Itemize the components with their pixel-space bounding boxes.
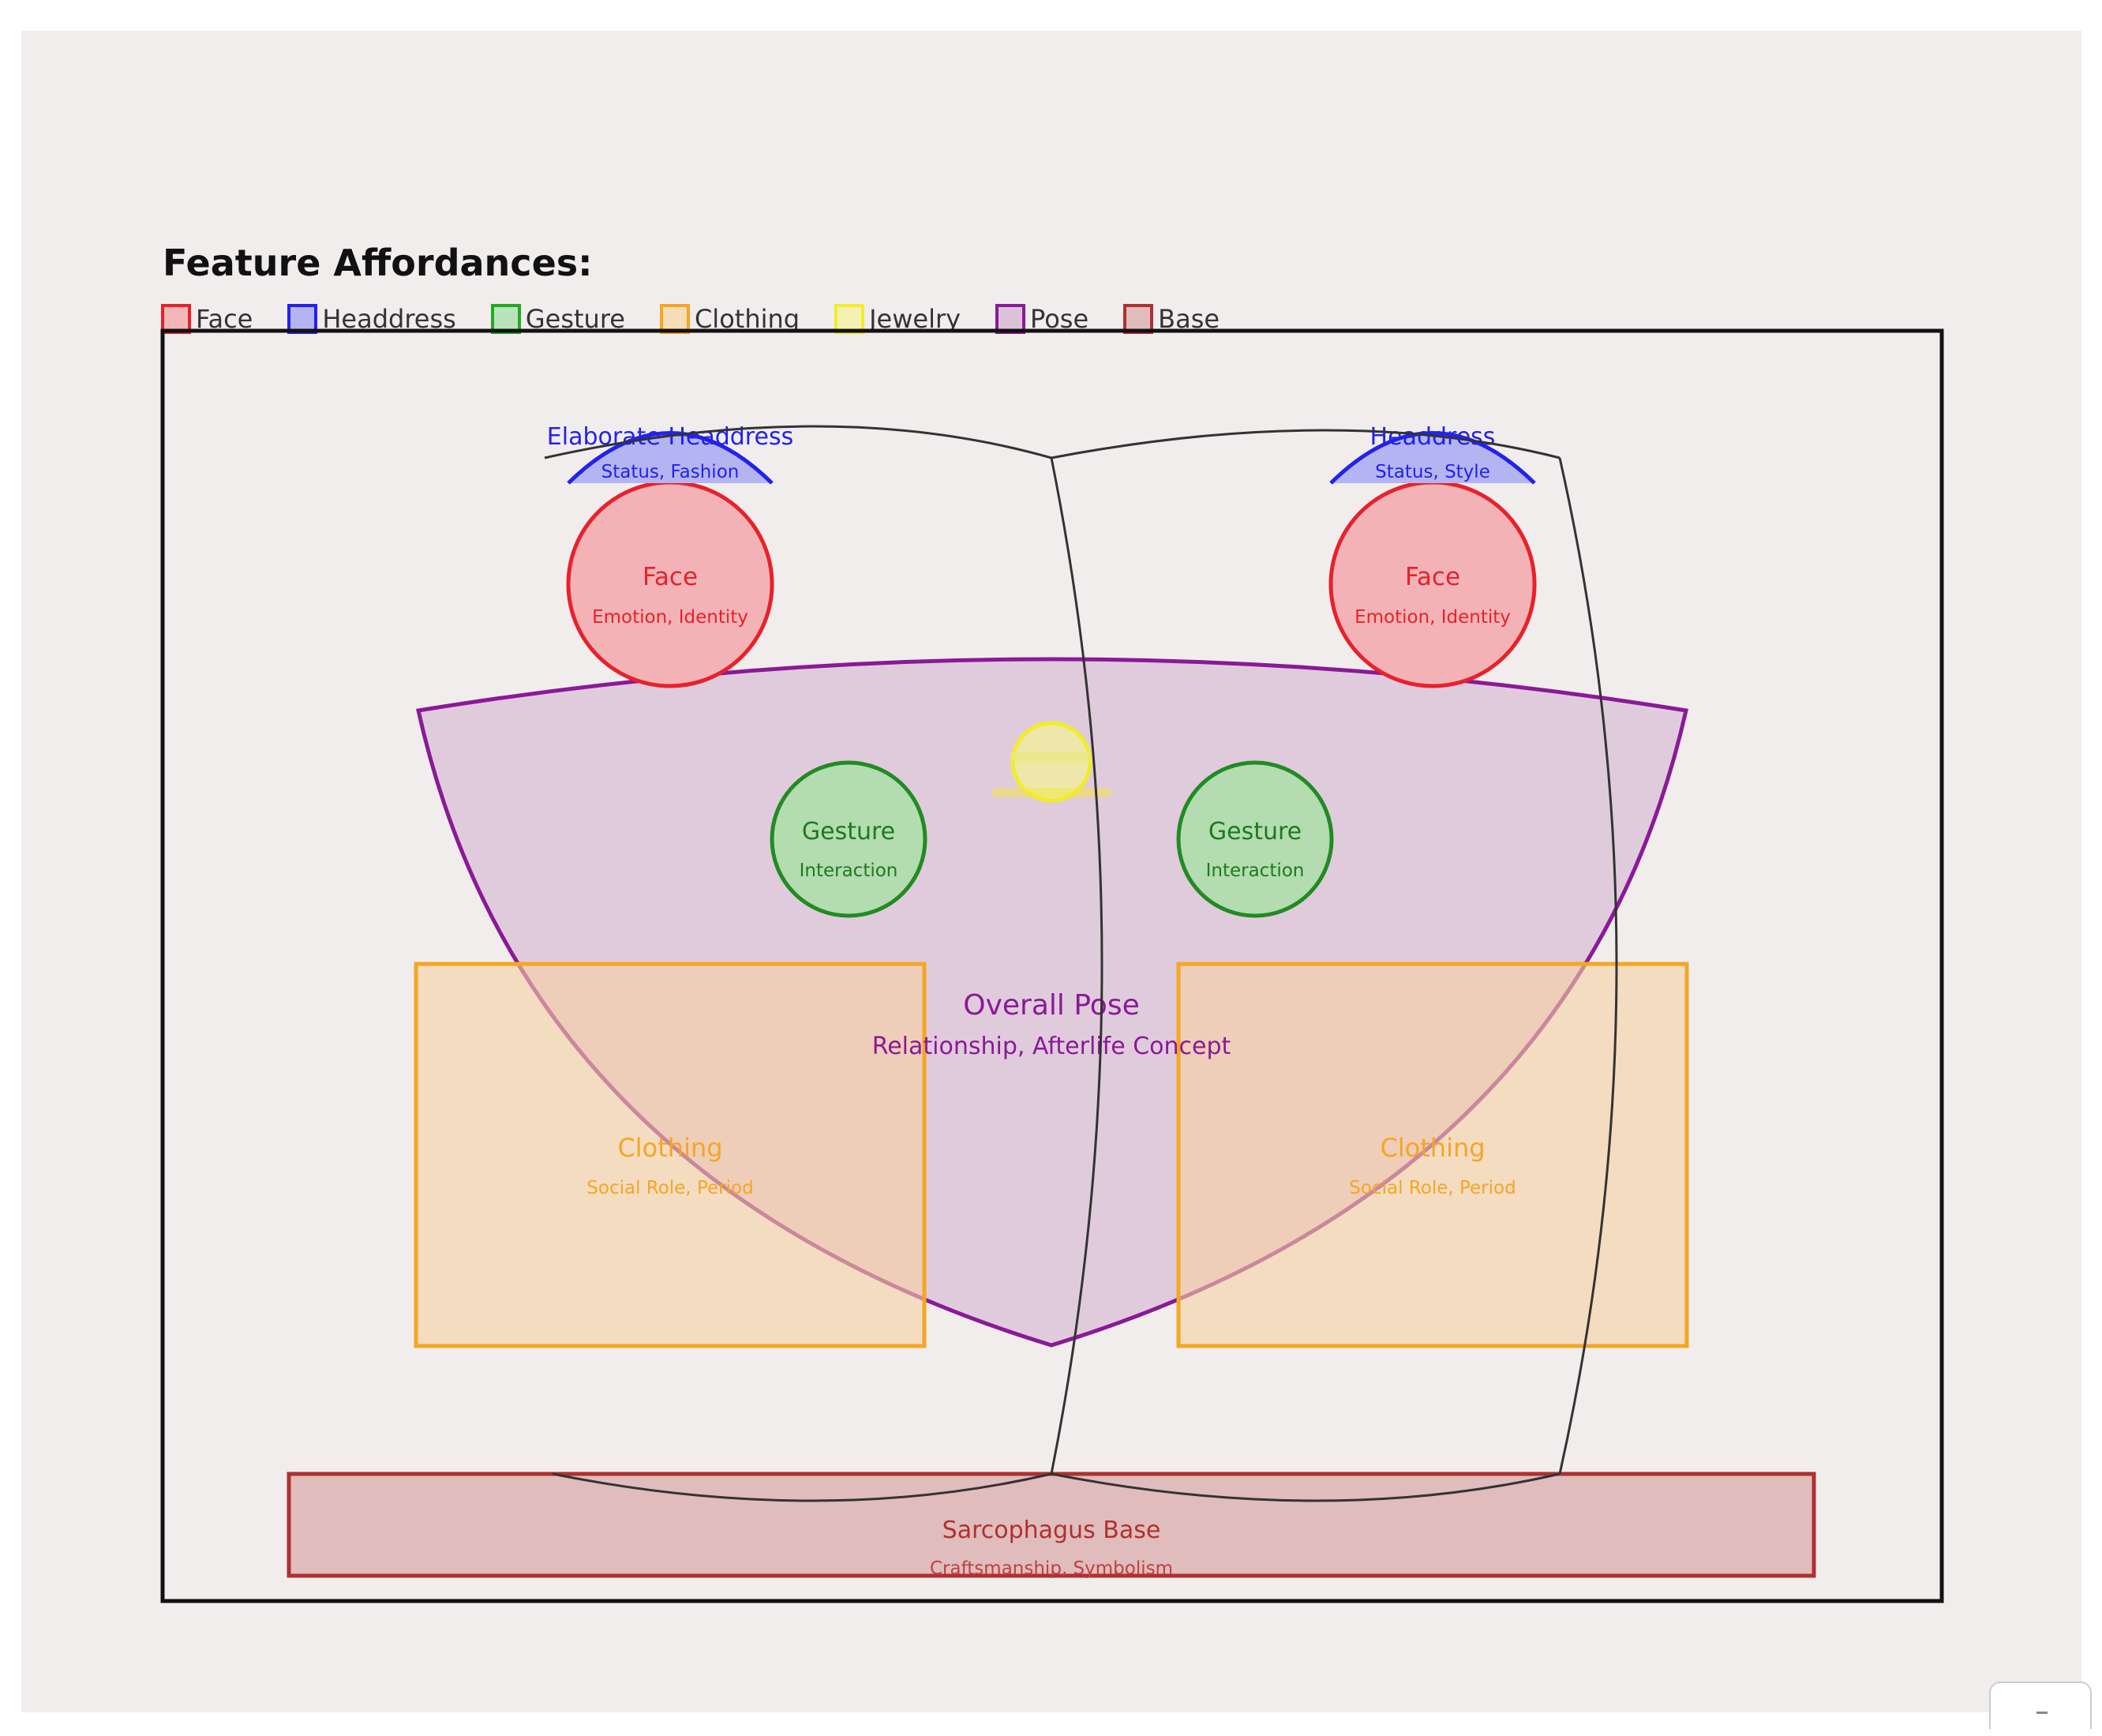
base-label: Sarcophagus Base [942, 1517, 1161, 1544]
figure-outline-top-right [1051, 429, 1561, 459]
right-headdress-arc [1329, 431, 1536, 485]
left-clothing-label: Clothing [617, 1133, 722, 1163]
jewelry-label-smudge [1010, 752, 1092, 763]
left-gesture-label: Gesture [802, 818, 895, 846]
right-clothing-label: Clothing [1380, 1133, 1485, 1163]
right-clothing-sublabel: Social Role, Period [1349, 1178, 1516, 1198]
left-clothing-sublabel: Social Role, Period [586, 1178, 753, 1198]
left-face-sublabel: Emotion, Identity [592, 607, 748, 628]
diagram-frame [160, 328, 1944, 1603]
figure-outline-right-edge [1558, 457, 1618, 1475]
left-gesture-region [770, 760, 927, 918]
right-gesture-label: Gesture [1208, 818, 1302, 846]
corner-tab-button[interactable] [1989, 1682, 2092, 1729]
pose-label: Overall Pose [963, 989, 1139, 1022]
left-face-label: Face [643, 563, 698, 591]
figure-outline-bottom-right [1051, 1472, 1561, 1502]
sarcophagus-base-region [287, 1472, 1816, 1578]
jewelry-sublabel-smudge [991, 788, 1111, 797]
figure-outline-top-left [544, 425, 1052, 459]
right-clothing-region [1176, 962, 1689, 1348]
left-headdress-arc [567, 431, 774, 485]
right-gesture-region [1176, 760, 1334, 918]
figure-outline-center [1050, 457, 1103, 1475]
right-face-label: Face [1405, 563, 1460, 591]
right-headdress-label: Headdress [1370, 423, 1496, 451]
right-gesture-sublabel: Interaction [1206, 861, 1305, 881]
page-title: Feature Affordances: [163, 242, 593, 284]
base-sublabel: Craftsmanship, Symbolism [930, 1558, 1173, 1579]
corner-tab-icon [2036, 1712, 2048, 1714]
figure-outline-bottom-left [552, 1472, 1052, 1502]
right-headdress-sublabel: Status, Style [1375, 462, 1490, 482]
left-headdress-sublabel: Status, Fashion [601, 462, 740, 482]
pose-sublabel: Relationship, Afterlife Concept [872, 1033, 1231, 1060]
left-clothing-region [414, 962, 927, 1348]
right-face-sublabel: Emotion, Identity [1354, 607, 1511, 628]
left-gesture-sublabel: Interaction [800, 861, 898, 881]
